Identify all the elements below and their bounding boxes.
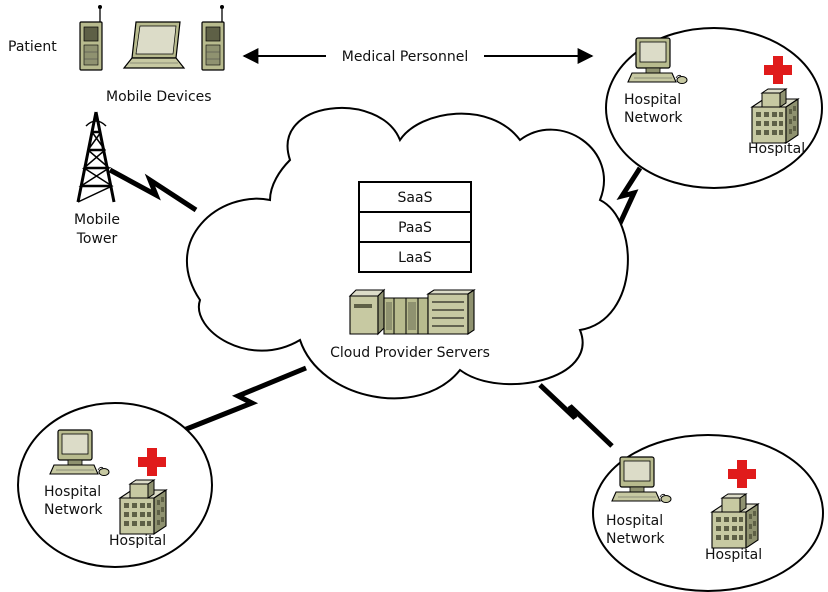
hospital-network-label-line2: Network (606, 531, 665, 547)
mobile-tower-label-line2: Tower (76, 231, 118, 247)
laptop-icon (122, 21, 186, 69)
hospital-network-label-line2: Network (624, 110, 683, 126)
patient-label: Patient (8, 39, 57, 55)
hospital-network-label-line2: Network (44, 502, 103, 518)
mobile-tower-label-line1: Mobile (74, 212, 120, 228)
laas-box (358, 241, 472, 273)
hospital-label: Hospital (705, 547, 762, 563)
wireless-link-bottom-right-hospital (538, 383, 614, 448)
hospital-label: Hospital (109, 533, 166, 549)
hospital-label: Hospital (748, 141, 805, 157)
medical-personnel-label: Medical Personnel (342, 49, 469, 65)
service-stack: SaaS PaaS LaaS (358, 181, 472, 273)
hospital-network-label-line1: Hospital (624, 92, 681, 108)
paas-box (358, 211, 472, 243)
pda-icon (201, 4, 225, 71)
wireless-link-bottom-left-hospital (183, 365, 307, 433)
wireless-link-top-right-hospital (613, 166, 643, 234)
mobile-phone-icon (79, 4, 103, 71)
cloud-provider-servers-label: Cloud Provider Servers (330, 345, 490, 361)
servers-icon (348, 288, 476, 336)
hospital-network-label-line1: Hospital (606, 513, 663, 529)
mobile-tower-icon (76, 111, 116, 203)
wireless-link-tower (108, 167, 198, 213)
mobile-devices-label: Mobile Devices (106, 89, 212, 105)
saas-label: SaaS (398, 190, 433, 206)
hospital-network-label-line1: Hospital (44, 484, 101, 500)
paas-label: PaaS (398, 220, 432, 236)
laas-label: LaaS (398, 250, 432, 266)
